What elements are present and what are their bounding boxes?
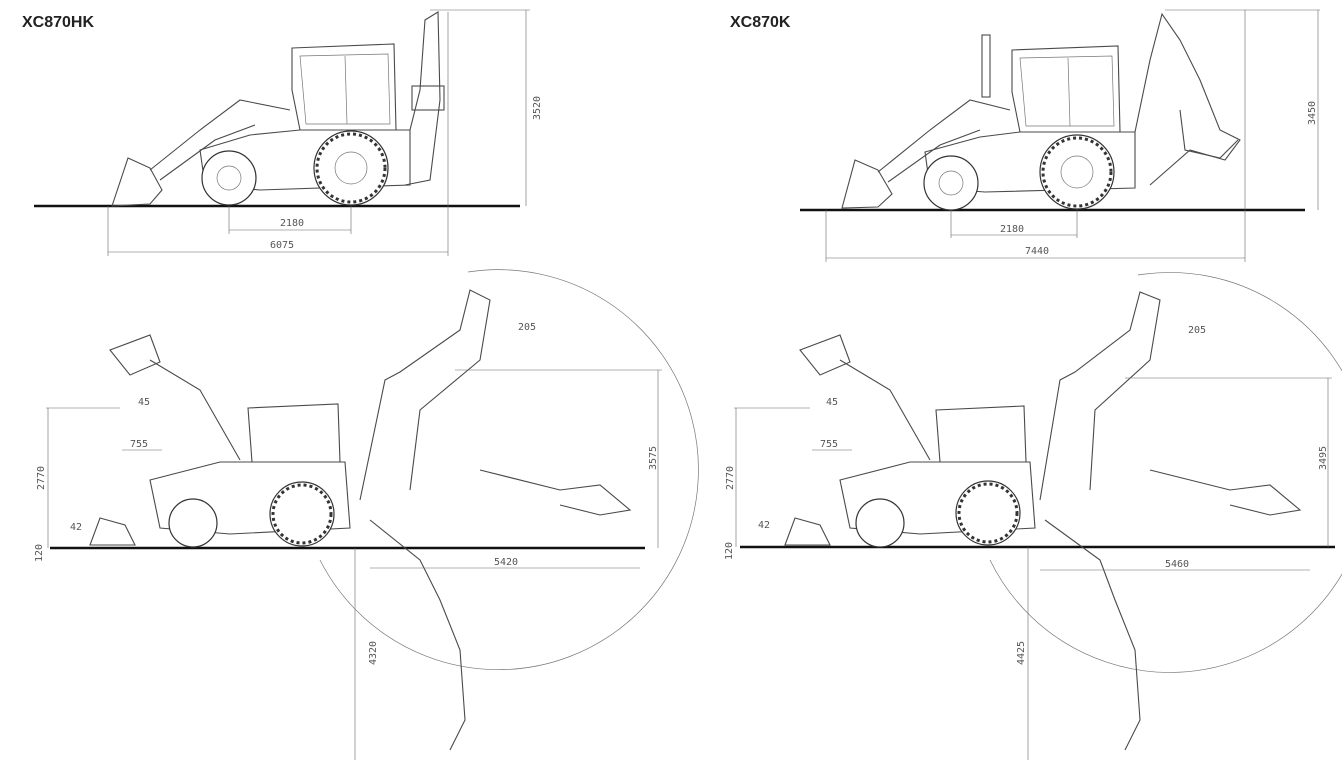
dim-bucket-angle: 205 <box>518 322 536 333</box>
dig-reach-arc <box>989 272 1342 673</box>
rear-tread <box>1041 136 1113 208</box>
dig-reach-arc <box>319 269 699 671</box>
dim-height: 3450 <box>1307 101 1318 125</box>
rear-hub <box>334 151 368 185</box>
rear-wheel <box>1039 134 1115 210</box>
model-title-xc870k: XC870K <box>730 14 791 31</box>
rear-tread <box>315 132 387 204</box>
rear-hub <box>1060 155 1094 189</box>
front-wheel <box>923 155 979 211</box>
rear-wheel <box>313 130 389 206</box>
front-wheel <box>855 498 905 548</box>
dim-loader-height: 2770 <box>36 466 47 490</box>
cab-window <box>299 53 391 125</box>
raised-bucket <box>109 334 161 376</box>
model-title-xc870hk: XC870HK <box>22 14 95 31</box>
cab <box>291 43 397 131</box>
backhoe-bucket <box>1179 109 1239 159</box>
cab-window <box>1019 55 1115 127</box>
dim-loader-reach: 755 <box>820 439 838 450</box>
dim-overall-length: 7440 <box>1025 246 1049 257</box>
xc870hk-working-range: 4320 5420 3575 2770 755 45 42 120 205 <box>34 269 699 760</box>
raised-loader-arm <box>839 359 931 461</box>
tractor-body <box>149 461 351 535</box>
tractor-body <box>839 461 1036 535</box>
dim-wheelbase: 2180 <box>1000 224 1024 235</box>
front-hub <box>216 165 242 191</box>
dim-height: 3520 <box>532 96 543 120</box>
lowered-bucket <box>784 517 831 546</box>
dim-below-ground: 120 <box>34 544 45 562</box>
dim-rollback-angle: 42 <box>758 520 770 531</box>
dim-below-ground: 120 <box>724 542 735 560</box>
front-wheel <box>201 150 257 206</box>
front-bucket <box>111 157 163 207</box>
dim-bucket-angle: 205 <box>1188 325 1206 336</box>
dim-dig-depth: 4425 <box>1016 641 1027 665</box>
cab <box>935 405 1027 463</box>
dim-loader-height: 2770 <box>725 466 736 490</box>
backhoe-bracket <box>411 85 445 111</box>
front-wheel <box>168 498 218 548</box>
loader-arm <box>877 99 1011 173</box>
backhoe-raised <box>1134 12 1241 186</box>
rear-wheel <box>269 481 335 547</box>
rear-wheel <box>955 480 1021 546</box>
dim-dump-angle: 45 <box>826 397 838 408</box>
backhoe-extended <box>479 469 632 516</box>
dim-dig-depth: 4320 <box>368 641 379 665</box>
loader-arm-lower <box>159 124 256 181</box>
cab <box>1011 45 1121 133</box>
rear-tread <box>957 482 1019 544</box>
front-bucket <box>841 159 893 209</box>
dim-wheelbase: 2180 <box>280 218 304 229</box>
dim-dump-height: 3575 <box>648 446 659 470</box>
dim-dump-angle: 45 <box>138 397 150 408</box>
rear-tread <box>271 483 333 545</box>
loader-arm <box>149 99 291 171</box>
exhaust-stack <box>981 34 991 98</box>
dim-overall-length: 6075 <box>270 240 294 251</box>
backhoe-folded <box>404 11 441 186</box>
xc870hk-side-view: 2180 6075 3520 <box>34 9 543 256</box>
dim-reach: 5460 <box>1165 559 1189 570</box>
dim-dump-height: 3495 <box>1318 446 1329 470</box>
raised-loader-arm <box>149 359 241 461</box>
cab <box>247 403 341 463</box>
raised-bucket <box>799 334 851 376</box>
backhoe-digging <box>1044 519 1141 751</box>
backhoe-digging <box>369 519 466 751</box>
dim-reach: 5420 <box>494 557 518 568</box>
xc870k-working-range: 4425 5460 3495 2770 755 45 42 120 205 <box>724 272 1342 760</box>
dim-rollback-angle: 42 <box>70 522 82 533</box>
xc870k-side-view: 2180 7440 3450 <box>800 9 1320 262</box>
front-hub <box>938 170 964 196</box>
loader-arm-lower <box>887 129 981 183</box>
cab-pillar <box>1067 57 1071 127</box>
dim-loader-reach: 755 <box>130 439 148 450</box>
backhoe-raised <box>359 289 491 501</box>
backhoe-extended <box>1149 469 1302 516</box>
lowered-bucket <box>89 517 136 546</box>
cab-pillar <box>344 55 348 125</box>
backhoe-raised <box>1039 291 1161 501</box>
